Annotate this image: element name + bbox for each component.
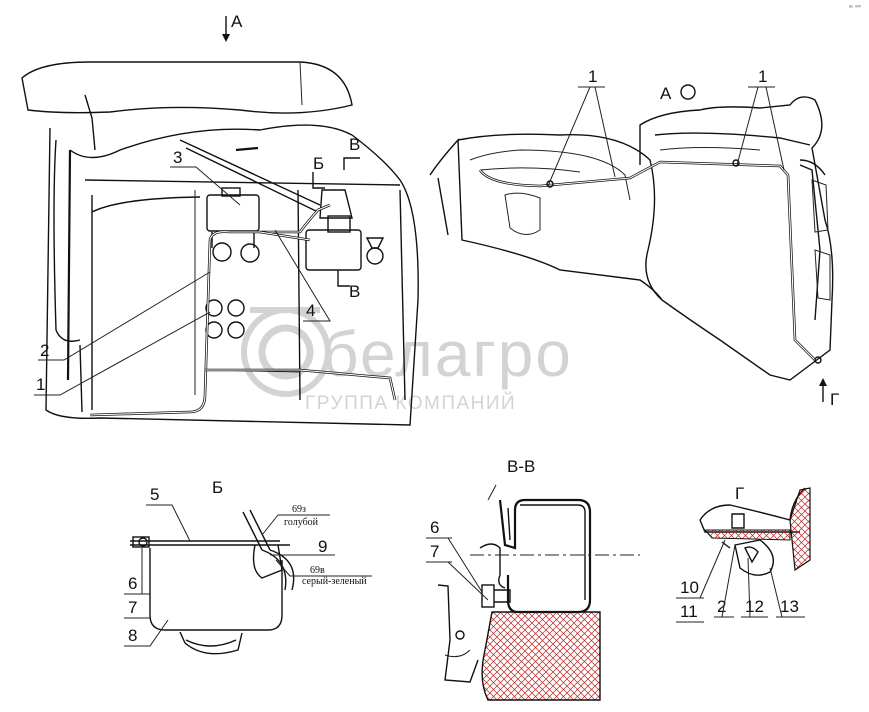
corner-mark: ᵃⁿ ᵛᵛᵛ bbox=[849, 4, 861, 11]
view-g-callout-2: 2 bbox=[717, 597, 726, 616]
detail-b-callout-9: 9 bbox=[318, 537, 327, 556]
section-vv-callout-7: 7 bbox=[430, 542, 439, 561]
watermark-logo-icon bbox=[241, 307, 331, 397]
detail-b-title: Б bbox=[212, 478, 223, 497]
watermark-tagline: ГРУППА КОМПАНИЙ bbox=[305, 392, 516, 414]
detail-b-wire-2-color: серый-зеленый bbox=[302, 576, 367, 587]
view-a-title: А bbox=[660, 84, 672, 103]
watermark-brand: белагро bbox=[322, 318, 573, 390]
view-a-callout-1-left: 1 bbox=[588, 67, 597, 86]
main-view: А Б В В 1 2 3 4 bbox=[21, 12, 419, 426]
view-a-arrow-g: Г bbox=[830, 390, 839, 409]
main-callout-3: 3 bbox=[173, 148, 182, 167]
detail-b-wire-1-color: голубой bbox=[284, 517, 319, 528]
section-vv-title: В-В bbox=[507, 457, 535, 476]
detail-b-callout-6: 6 bbox=[128, 574, 137, 593]
main-view-arrow-a: А bbox=[231, 12, 243, 31]
section-mark-v-top: В bbox=[349, 135, 360, 154]
detail-b-callout-8: 8 bbox=[128, 626, 137, 645]
detail-b: Б 5 6 7 8 9 69з голубой 69в bbox=[124, 478, 372, 655]
view-a-callout-1-right: 1 bbox=[758, 67, 767, 86]
main-callout-2: 2 bbox=[40, 341, 49, 360]
watermark: белагро ГРУППА КОМПАНИЙ bbox=[241, 307, 573, 414]
detail-b-callout-5: 5 bbox=[150, 485, 159, 504]
view-g-callout-11: 11 bbox=[680, 602, 698, 621]
section-vv-callout-6: 6 bbox=[430, 518, 439, 537]
view-a-circle-icon bbox=[680, 84, 696, 100]
main-callout-4: 4 bbox=[306, 301, 315, 320]
section-mark-b: Б bbox=[313, 154, 324, 173]
view-g-callout-10: 10 bbox=[680, 578, 699, 597]
main-callout-1: 1 bbox=[36, 375, 45, 394]
view-g: Г 10 11 2 12 13 bbox=[676, 484, 811, 623]
view-a: А 1 1 Г bbox=[429, 67, 839, 409]
view-g-title: Г bbox=[735, 484, 744, 503]
view-g-callout-12: 12 bbox=[745, 597, 764, 616]
view-g-callout-13: 13 bbox=[780, 597, 799, 616]
detail-b-wire-1-code: 69з bbox=[292, 504, 306, 515]
detail-b-wire-2-code: 69в bbox=[310, 565, 325, 576]
section-mark-v-bottom: В bbox=[349, 282, 360, 301]
section-vv: В-В 6 7 bbox=[426, 457, 640, 701]
detail-b-callout-7: 7 bbox=[128, 598, 137, 617]
